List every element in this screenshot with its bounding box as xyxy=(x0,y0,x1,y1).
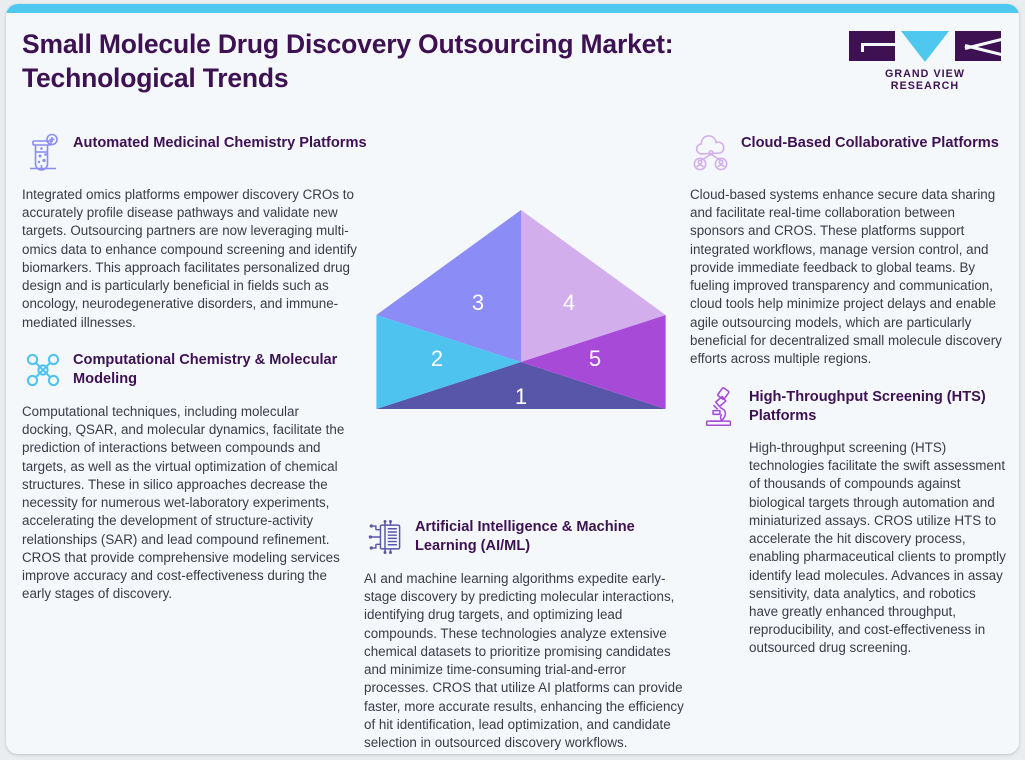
cloud-users-icon xyxy=(693,135,728,171)
pentagon-wedge-1[interactable] xyxy=(376,362,666,409)
section-cloud-based-collaborative: Cloud-Based Collaborative Platforms Clou… xyxy=(690,132,1006,368)
section-header: Artificial Intelligence & Machine Learni… xyxy=(364,516,694,558)
logo-block-left-icon xyxy=(849,31,895,61)
section-header: Computational Chemistry & Molecular Mode… xyxy=(22,349,352,391)
section-body: Computational techniques, including mole… xyxy=(22,404,345,602)
logo-marks xyxy=(849,31,1001,62)
molecule-icon xyxy=(26,353,60,387)
header: Small Molecule Drug Discovery Outsourcin… xyxy=(6,13,1019,113)
logo-wordmark: GRAND VIEW RESEARCH xyxy=(885,68,965,92)
test-tube-plus-icon xyxy=(30,133,58,171)
pentagon-svg: 1 2 3 4 5 xyxy=(376,210,666,409)
section-title: Artificial Intelligence & Machine Learni… xyxy=(415,519,635,554)
section-title: Automated Medicinal Chemistry Platforms xyxy=(73,135,367,151)
section-header: High-Throughput Screening (HTS) Platform… xyxy=(698,386,1006,428)
section-title: Cloud-Based Collaborative Platforms xyxy=(741,135,999,151)
microscope-icon xyxy=(705,387,732,427)
section-body: Integrated omics platforms empower disco… xyxy=(22,187,357,330)
pentagon-wedge-4-number: 4 xyxy=(563,290,575,315)
infographic-card: Small Molecule Drug Discovery Outsourcin… xyxy=(6,4,1019,754)
pentagon-wedge-5[interactable] xyxy=(521,315,666,409)
section-title: High-Throughput Screening (HTS) Platform… xyxy=(749,389,986,424)
section-body: AI and machine learning algorithms exped… xyxy=(364,571,684,750)
pentagon-wedge-3[interactable] xyxy=(376,210,521,362)
section-automated-medicinal-chemistry: Automated Medicinal Chemistry Platforms … xyxy=(22,132,374,332)
pentagon-wedge-2[interactable] xyxy=(376,315,521,409)
pentagon-wedge-1-number: 1 xyxy=(515,384,527,409)
section-high-throughput-screening: High-Throughput Screening (HTS) Platform… xyxy=(698,386,1006,658)
section-body: Cloud-based systems enhance secure data … xyxy=(690,187,1002,366)
accent-top-bar xyxy=(6,4,1019,13)
pentagon-wedge-3-number: 3 xyxy=(472,290,484,315)
section-artificial-intelligence-ml: Artificial Intelligence & Machine Learni… xyxy=(364,516,694,752)
pentagon-wedge-5-number: 5 xyxy=(589,346,601,371)
section-body: High-throughput screening (HTS) technolo… xyxy=(749,440,1006,656)
section-header: Automated Medicinal Chemistry Platforms xyxy=(22,132,374,174)
logo-block-right-icon xyxy=(955,31,1001,61)
page-title-line-2: Technological Trends xyxy=(22,63,289,94)
page-title-line-1: Small Molecule Drug Discovery Outsourcin… xyxy=(22,29,674,59)
section-title: Computational Chemistry & Molecular Mode… xyxy=(73,352,338,387)
ai-chip-book-icon xyxy=(368,520,401,554)
page-title: Small Molecule Drug Discovery Outsourcin… xyxy=(22,27,722,96)
brand-logo: GRAND VIEW RESEARCH xyxy=(849,31,1001,92)
section-computational-chemistry: Computational Chemistry & Molecular Mode… xyxy=(22,349,352,603)
pentagon-wedge-2-number: 2 xyxy=(431,346,443,371)
logo-triangle-icon xyxy=(901,31,949,62)
section-header: Cloud-Based Collaborative Platforms xyxy=(690,132,1006,174)
pentagon-chart: 1 2 3 4 5 xyxy=(361,202,681,518)
pentagon-wedge-4[interactable] xyxy=(521,210,666,362)
